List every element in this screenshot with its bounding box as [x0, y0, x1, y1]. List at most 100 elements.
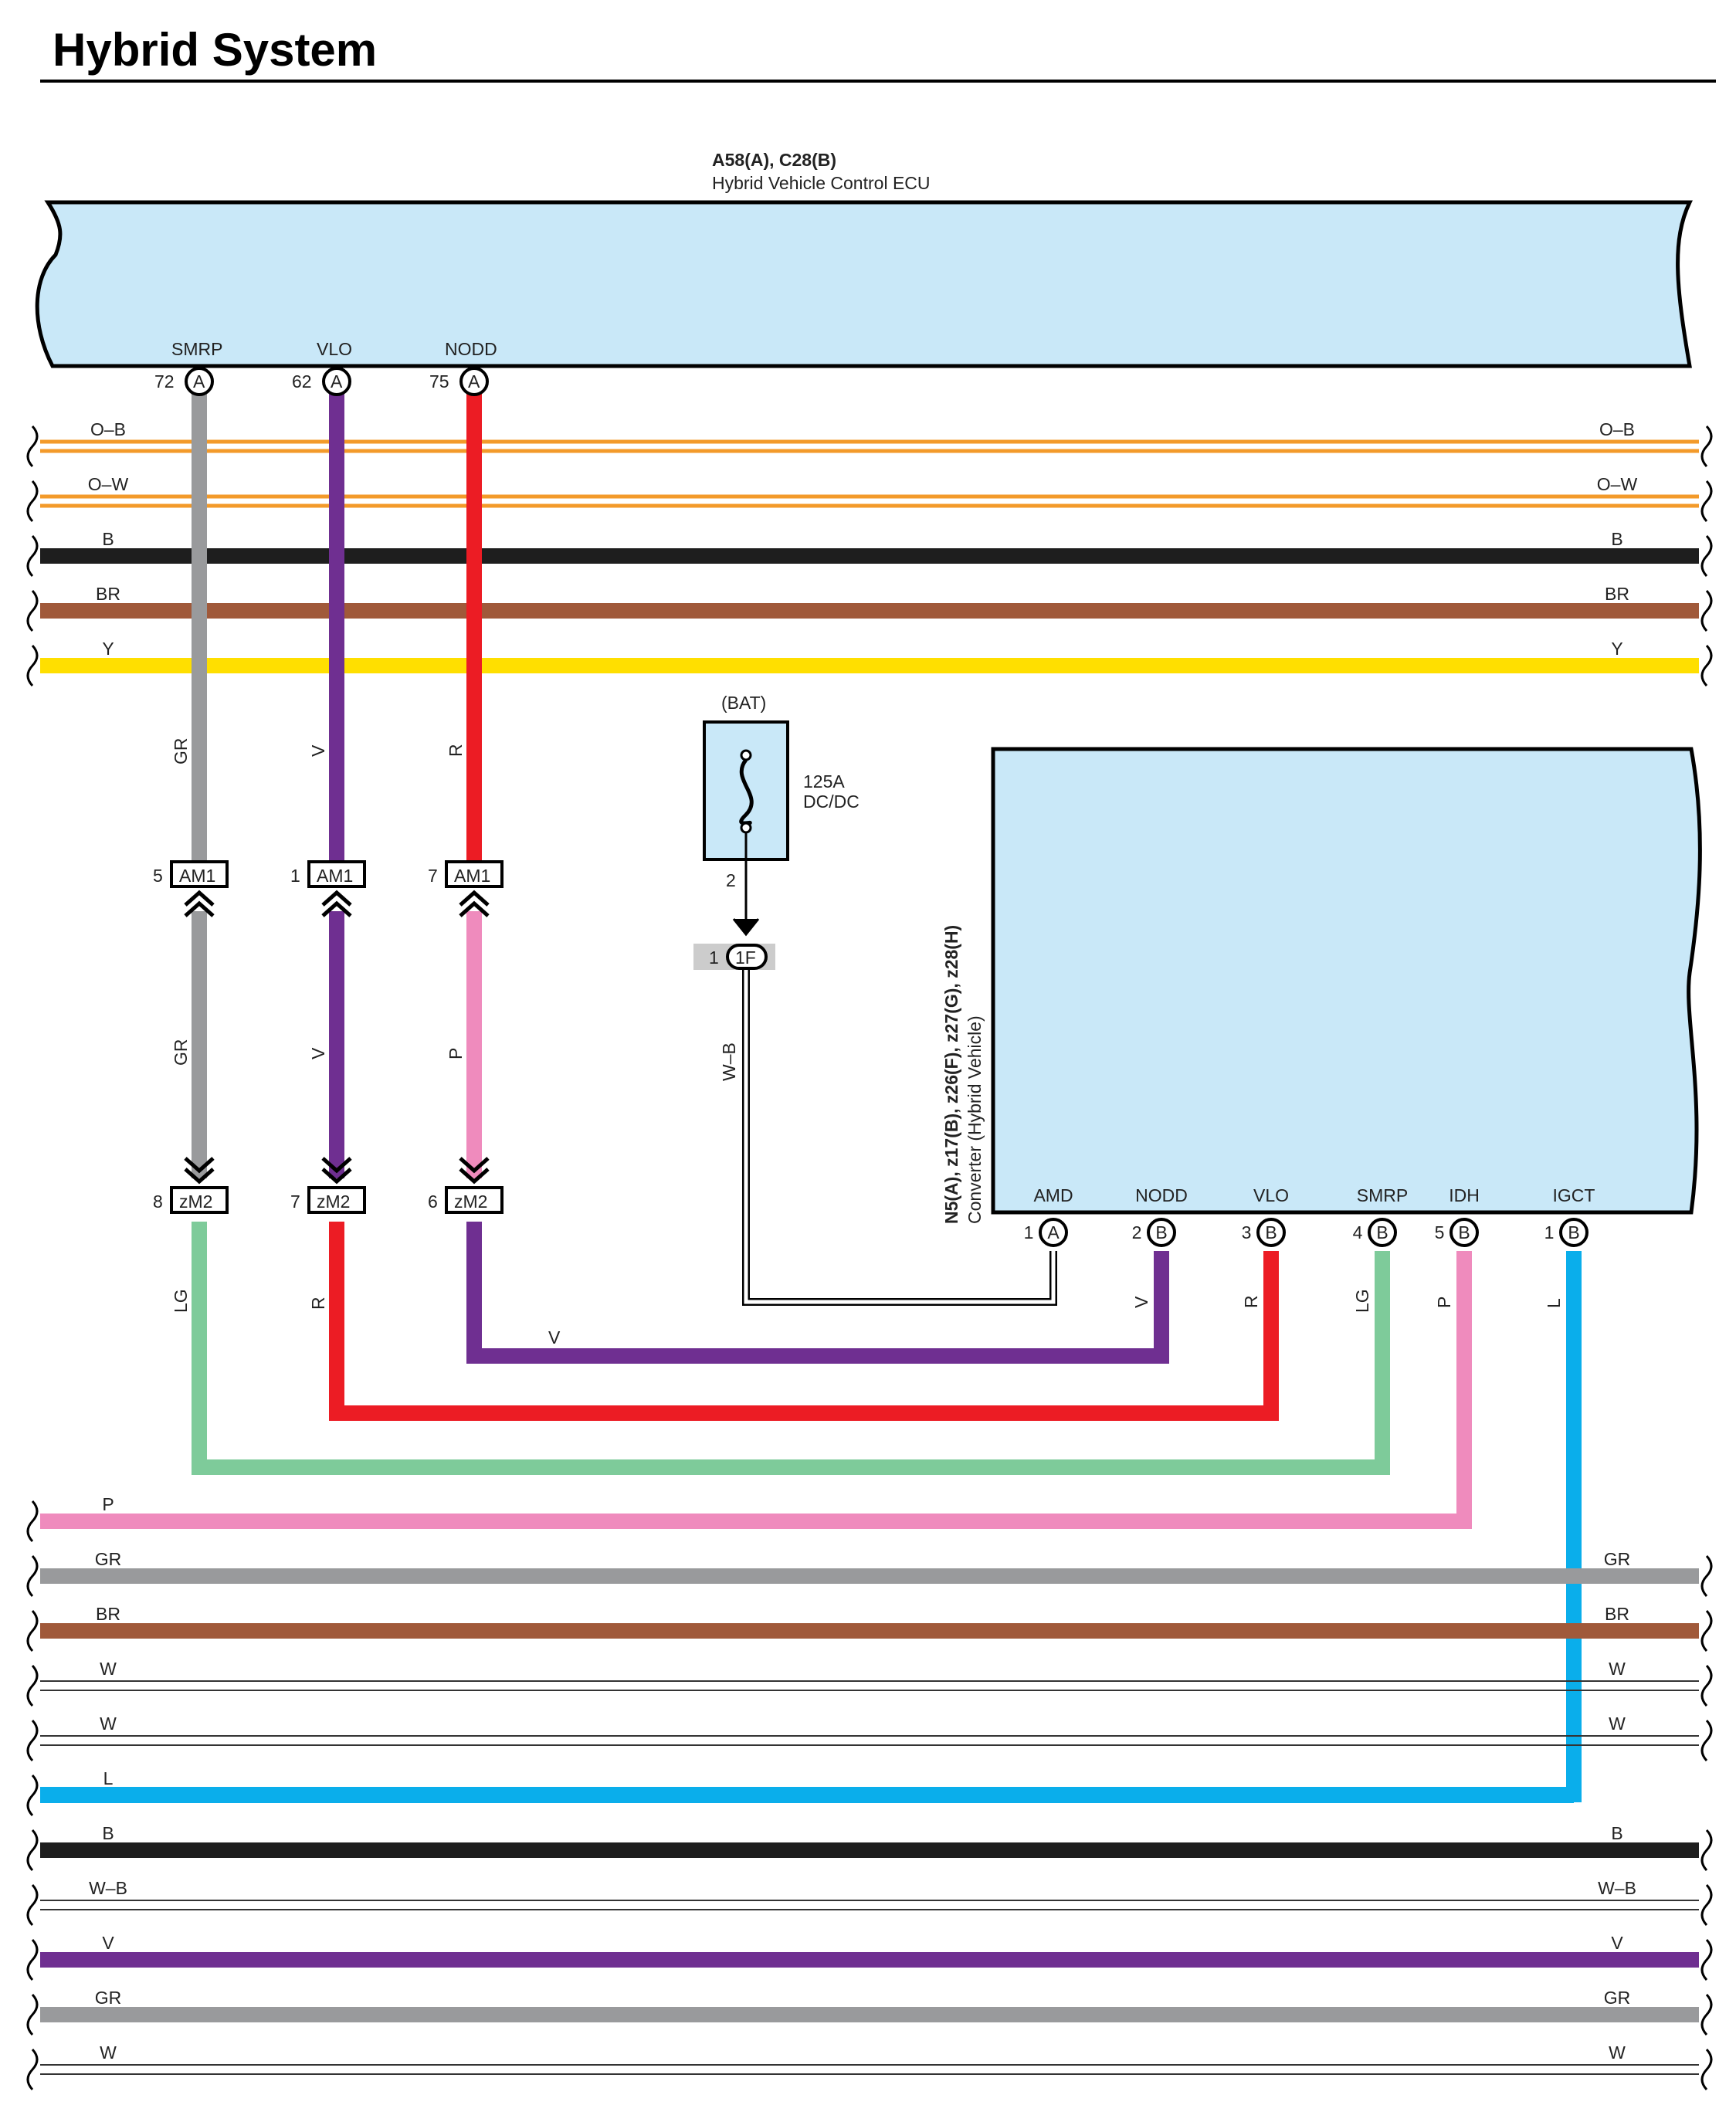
- connector-1f: [726, 944, 768, 970]
- connector-zm2-nodd: 6 zM2: [428, 1157, 504, 1214]
- converter-id: N5(A), z17(B), z26(F), z27(G), z28(H): [941, 925, 961, 1224]
- bus-break-right-icon: [1700, 1719, 1713, 1762]
- bus-label-left: W: [100, 1659, 117, 1679]
- connector-1f-label: 1F: [735, 947, 756, 968]
- converter-pin-conn: B: [1376, 1222, 1388, 1242]
- converter-pin-conn: B: [1155, 1222, 1167, 1242]
- bus-label-right: Y: [1611, 639, 1622, 659]
- bus-break-right-icon: [1700, 1883, 1713, 1927]
- bus-label-right: B: [1611, 1823, 1622, 1843]
- bus-break-right-icon: [1700, 2048, 1713, 2091]
- fuse-name: DC/DC: [803, 792, 860, 812]
- bus-label-left: V: [102, 1933, 114, 1953]
- connector-am1-vlo: 1 AM1: [290, 860, 366, 917]
- am1-nodd-num: 7: [428, 866, 438, 886]
- bus-break-left-icon: [26, 1500, 39, 1543]
- wire-label-smrp-upper: GR: [171, 738, 191, 765]
- bus-break-right-icon: [1700, 1664, 1713, 1707]
- ecu-pin-nodd-num: 75: [429, 371, 449, 392]
- bus-break-left-icon: [26, 480, 39, 523]
- am1-vlo-label: AM1: [317, 866, 353, 886]
- bus-label-left: W–B: [89, 1878, 127, 1898]
- bus-label-left: BR: [96, 1604, 120, 1624]
- converter-pin-name: NODD: [1135, 1185, 1188, 1205]
- converter-pin-name: IDH: [1449, 1185, 1480, 1205]
- wire-label-nodd-upper: R: [446, 744, 466, 757]
- ecu-pin-vlo-conn: A: [331, 371, 343, 392]
- bus-label-left: B: [102, 529, 114, 549]
- converter-pin-conn: B: [1458, 1222, 1470, 1242]
- ecu-pin-smrp-name: SMRP: [171, 339, 222, 359]
- wire-label-vlo-mid: V: [308, 1047, 328, 1059]
- bus-label-left: GR: [95, 1988, 122, 2008]
- converter-pin-circle: [1368, 1218, 1397, 1247]
- am1-smrp-box: [170, 860, 229, 888]
- bus-label-right: GR: [1604, 1549, 1631, 1569]
- bus-break-right-icon: [1700, 1609, 1713, 1653]
- zm2-nodd-num: 6: [428, 1192, 438, 1212]
- wire-label-vlo-upper: V: [308, 744, 328, 757]
- bus-break-left-icon: [26, 1774, 39, 1817]
- wire-label-conv-vlo: R: [1241, 1295, 1261, 1308]
- bottom-bus-wire-5: L: [26, 1768, 1574, 1817]
- connector-am1-smrp: 5 AM1: [153, 860, 229, 917]
- ecu-pin-nodd-circle: [459, 367, 489, 396]
- bus-label-left: Y: [102, 639, 114, 659]
- converter-pin-circle: [1039, 1218, 1068, 1247]
- bus-label-right: V: [1611, 1933, 1623, 1953]
- bottom-bus-wire-1: GR GR: [26, 1549, 1713, 1598]
- bus-break-right-icon: [1700, 1938, 1713, 1981]
- fuse-terminal-bottom: [740, 822, 752, 834]
- bus-break-left-icon: [26, 1938, 39, 1981]
- bus-break-right-icon: [1700, 425, 1713, 468]
- wire-nodd-low: [466, 1222, 1169, 1364]
- bus-label-left: B: [102, 1823, 114, 1843]
- am1-nodd-chevron-icon: [459, 890, 490, 917]
- am1-vlo-num: 1: [290, 866, 300, 886]
- zm2-vlo-box: [307, 1186, 366, 1214]
- bus-break-right-icon: [1700, 1554, 1713, 1598]
- bus-label-right: W–B: [1598, 1878, 1636, 1898]
- bus-break-left-icon: [26, 534, 39, 578]
- bus-break-left-icon: [26, 644, 39, 687]
- bus-break-right-icon: [1700, 534, 1713, 578]
- converter-pin-conn: A: [1047, 1222, 1060, 1242]
- bottom-bus-wire-7: W–B W–B: [26, 1878, 1713, 1927]
- converter-pin-num: 1: [1544, 1222, 1555, 1242]
- fuse-rating: 125A: [803, 771, 845, 792]
- zm2-vlo-chevron-icon: [321, 1157, 352, 1185]
- bus-label-right: BR: [1605, 1604, 1629, 1624]
- bus-label-right: B: [1611, 529, 1622, 549]
- wire-label-nodd-run: V: [548, 1327, 561, 1347]
- ecu-pin-smrp-circle: [185, 367, 214, 396]
- zm2-vlo-label: zM2: [317, 1192, 350, 1212]
- fuse-element-icon: [739, 758, 754, 827]
- bus-label-left: O–B: [90, 419, 126, 439]
- wire-label-conv-idh: P: [1434, 1297, 1454, 1308]
- bottom-bus-wire-2: BR BR: [26, 1604, 1713, 1653]
- zm2-nodd-chevron-icon: [459, 1157, 490, 1185]
- converter-pin-name: IGCT: [1553, 1185, 1595, 1205]
- am1-vlo-chevron-icon: [321, 890, 352, 917]
- ecu-pin-vlo: VLO 62 A: [292, 339, 352, 396]
- zm2-vlo-num: 7: [290, 1192, 300, 1212]
- connector-1f-num: 1: [709, 947, 719, 968]
- converter-pin-num: 1: [1024, 1222, 1034, 1242]
- bus-label-left: GR: [95, 1549, 122, 1569]
- zm2-smrp-chevron-icon: [184, 1157, 215, 1185]
- wire-label-nodd-mid: P: [446, 1048, 466, 1059]
- connector-am1-nodd: 7 AM1: [428, 860, 504, 917]
- wire-label-smrp-low: LG: [171, 1289, 191, 1313]
- fuse-pin: 2: [726, 870, 736, 890]
